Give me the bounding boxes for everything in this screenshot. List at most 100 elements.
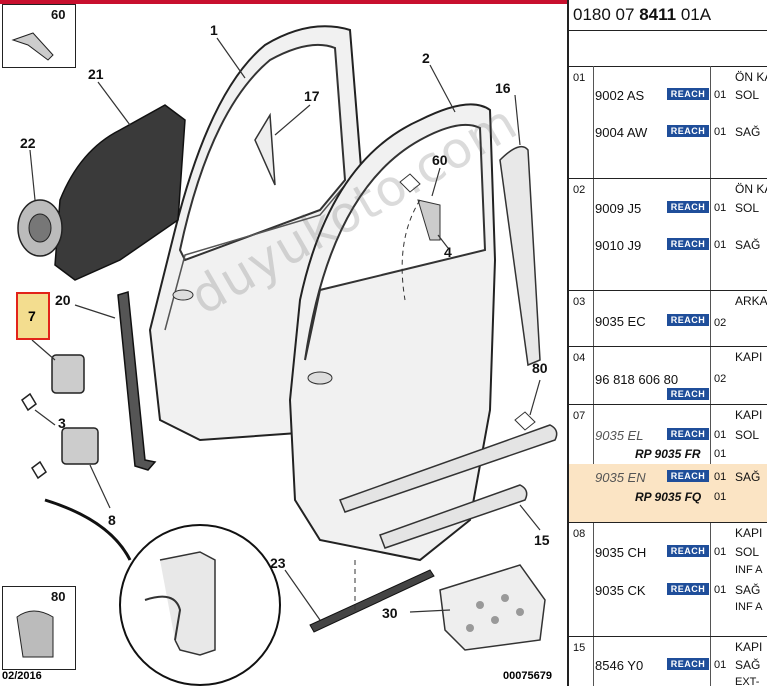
side: SOL xyxy=(735,428,760,442)
window-corner-triangle xyxy=(254,112,276,186)
side: SAĞ xyxy=(735,583,761,597)
reach-badge: REACH xyxy=(667,88,709,100)
row-note: INF A xyxy=(735,601,763,613)
list-item[interactable]: 8546 Y0 REACH 01 SAĞ xyxy=(569,656,767,676)
door-check-bracket xyxy=(417,199,441,241)
side: SAĞ xyxy=(735,125,761,139)
callout-8: 8 xyxy=(108,512,116,528)
group-number: 15 xyxy=(573,642,586,654)
quantity: 01 xyxy=(714,239,727,251)
sill-weatherstrip xyxy=(309,569,435,633)
list-item[interactable]: 9035 CH REACH 01 SOL xyxy=(569,543,767,563)
quantity: 01 xyxy=(714,471,727,483)
group-02: 02 ÖN KA 9009 J5 REACH 01 SOL 9010 J9 RE… xyxy=(569,178,767,290)
group-number: 08 xyxy=(573,528,586,540)
group-description: KAPI xyxy=(735,526,763,540)
list-item[interactable]: 9035 CK REACH 01 SAĞ xyxy=(569,581,767,601)
reach-badge: REACH xyxy=(667,314,709,326)
part-number[interactable]: 9010 J9 xyxy=(595,238,642,253)
rear-door-handle xyxy=(307,371,333,385)
list-item[interactable]: 9002 AS REACH 01 SOL xyxy=(569,86,767,106)
drawing-reference: 00075679 xyxy=(503,670,552,682)
reach-badge: REACH xyxy=(667,201,709,213)
clip-80 xyxy=(514,411,536,431)
reference-suffix: 01A xyxy=(680,5,712,24)
part-80-inset: 80 xyxy=(2,586,76,670)
quantity: 01 xyxy=(714,89,727,101)
side: SAĞ xyxy=(735,658,761,672)
quantity: 02 xyxy=(714,373,727,385)
replacement-part[interactable]: RP 9035 FR xyxy=(635,447,701,461)
hinge-lower xyxy=(61,427,99,465)
header-accent-bar xyxy=(0,0,567,4)
callout-15: 15 xyxy=(534,532,550,548)
group-08: 08 KAPI 9035 CH REACH 01 SOL INF A 9035 … xyxy=(569,522,767,636)
group-number: 07 xyxy=(573,410,586,422)
reach-badge: REACH xyxy=(667,238,709,250)
reach-badge: REACH xyxy=(667,125,709,137)
quantity: 01 xyxy=(714,202,727,214)
inset-callout-60: 60 xyxy=(51,7,66,22)
list-item-selected[interactable]: 9035 EN REACH 01 SAĞ xyxy=(569,468,767,488)
list-item[interactable]: 9009 J5 REACH 01 SOL xyxy=(569,199,767,219)
callout-16: 16 xyxy=(495,80,511,96)
part-number[interactable]: 9002 AS xyxy=(595,88,645,103)
group-description: KAPI xyxy=(735,408,763,422)
part-number[interactable]: 8546 Y0 xyxy=(595,658,644,673)
list-item[interactable]: 96 818 606 80 02 xyxy=(569,370,767,390)
row-note: INF A xyxy=(735,564,763,576)
side: SAĞ xyxy=(735,238,761,252)
part-number[interactable]: 9035 EC xyxy=(595,314,646,329)
part-number[interactable]: 96 818 606 80 xyxy=(595,372,679,387)
list-item[interactable]: 9035 EL REACH 01 SOL xyxy=(569,426,767,446)
callout-23: 23 xyxy=(270,555,286,571)
catalog-reference: 0180 07 8411 01A xyxy=(573,5,711,25)
pillar-trim-strip xyxy=(499,145,541,367)
parts-list-panel: 0180 07 8411 01A 01 ÖN KA 9002 AS REACH … xyxy=(567,0,767,686)
door-moulding-lower xyxy=(379,484,528,549)
group-07: 07 KAPI 9035 EL REACH 01 SOL RP 9035 FR … xyxy=(569,404,767,522)
part-number[interactable]: 9035 CK xyxy=(595,583,646,598)
reach-badge: REACH xyxy=(667,428,709,440)
list-item[interactable]: 9004 AW REACH 01 SAĞ xyxy=(569,123,767,143)
callout-21: 21 xyxy=(88,66,104,82)
quantity: 02 xyxy=(714,317,727,329)
callout-3: 3 xyxy=(58,415,66,431)
part-number[interactable]: 9035 CH xyxy=(595,545,647,560)
callout-7: 7 xyxy=(28,308,36,324)
exploded-parts-diagram: 60 80 1 2 3 4 7 8 15 16 17 20 21 22 23 3… xyxy=(0,0,567,686)
part-number[interactable]: 9035 EN xyxy=(595,470,646,485)
door-moulding-upper xyxy=(339,424,558,513)
reach-badge: REACH xyxy=(667,470,709,482)
fastener-bag xyxy=(439,564,546,651)
list-item[interactable]: 9010 J9 REACH 01 SAĞ xyxy=(569,236,767,256)
group-number: 03 xyxy=(573,296,586,308)
side: SOL xyxy=(735,545,760,559)
clip-upper xyxy=(21,392,37,412)
reach-badge: REACH xyxy=(667,583,709,595)
side: SAĞ xyxy=(735,470,761,484)
callout-7-highlight: 7 xyxy=(16,292,50,340)
part-number[interactable]: 9009 J5 xyxy=(595,201,642,216)
side: SOL xyxy=(735,201,760,215)
group-description: ÖN KA xyxy=(735,70,767,84)
callout-4: 4 xyxy=(444,244,452,260)
side: SOL xyxy=(735,88,760,102)
replacement-part[interactable]: RP 9035 FQ xyxy=(635,490,702,504)
detail-zoom-connector xyxy=(44,498,132,561)
replacement-quantity: 01 xyxy=(714,491,727,503)
part-number[interactable]: 9035 EL xyxy=(595,428,644,443)
callout-80: 80 xyxy=(532,360,548,376)
door-seal-strip xyxy=(117,291,157,471)
part-number[interactable]: 9004 AW xyxy=(595,125,648,140)
diagram-drawing xyxy=(17,25,558,686)
window-regulator-panel xyxy=(54,104,186,281)
group-number: 01 xyxy=(573,72,586,84)
group-number: 04 xyxy=(573,352,586,364)
callout-20: 20 xyxy=(55,292,71,308)
quantity: 01 xyxy=(714,429,727,441)
row-note: EXT- xyxy=(735,676,760,686)
quantity: 01 xyxy=(714,659,727,671)
list-item[interactable]: 9035 EC REACH 02 xyxy=(569,312,767,332)
reach-badge: REACH xyxy=(667,388,709,400)
